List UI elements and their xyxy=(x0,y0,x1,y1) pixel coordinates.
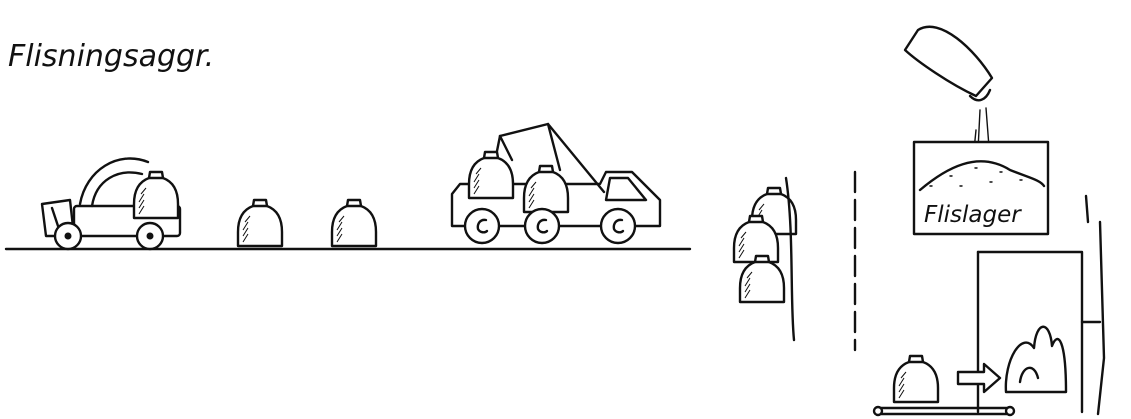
sack-stack xyxy=(734,188,796,302)
sack xyxy=(238,200,282,246)
chipper-machine xyxy=(42,158,180,249)
storage-label: Flislager xyxy=(924,202,1022,228)
forwarder-truck xyxy=(452,124,660,243)
chip-storage: Flislager xyxy=(914,142,1048,234)
sack xyxy=(332,200,376,246)
feed-conveyor xyxy=(874,356,1014,415)
chipper-label: Flisningsaggr. xyxy=(8,39,214,74)
